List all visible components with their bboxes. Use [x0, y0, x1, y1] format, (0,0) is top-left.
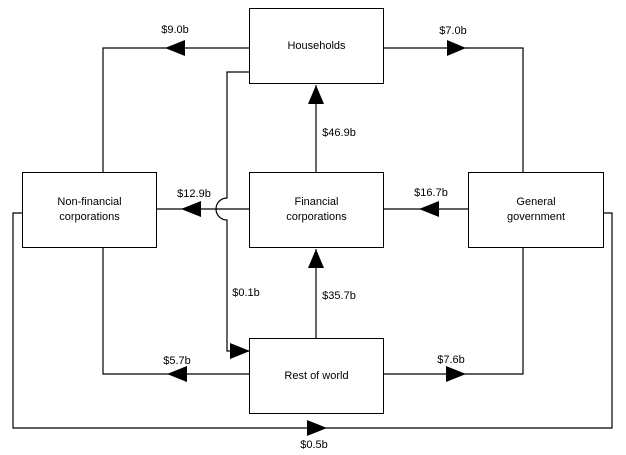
connector-line [102, 47, 249, 173]
flow-value-16-7b: $16.7b [414, 187, 448, 199]
arrowhead-left-icon [165, 40, 185, 56]
arrowhead-right-icon [447, 40, 466, 56]
arrowhead-up-icon [308, 85, 324, 104]
flow-value-7-6b: $7.6b [437, 354, 465, 366]
node-label: Rest of world [284, 369, 349, 382]
flow-nonfinancial-to-government [12, 212, 613, 436]
flow-restofworld-to-financial [308, 249, 324, 338]
flow-restofworld-to-nonfinancial [102, 248, 249, 382]
flow-value-9-0b: $9.0b [161, 24, 189, 36]
node-general-government: General government [468, 172, 604, 248]
node-financial-corporations: Financial corporations [249, 172, 384, 248]
node-rest-of-world: Rest of world [249, 338, 384, 414]
flow-value-0-1b: $0.1b [232, 287, 260, 299]
flow-value-0-5b: $0.5b [300, 439, 328, 451]
node-label: Financial corporations [286, 196, 347, 223]
node-label: Non-financial corporations [57, 196, 122, 223]
arrowhead-left-icon [167, 366, 187, 382]
node-label: General government [506, 196, 566, 223]
flow-households-to-restofworld [215, 71, 250, 359]
connector-line [384, 47, 524, 173]
arrowhead-left-icon [181, 201, 201, 217]
arrowhead-right-icon [446, 366, 466, 382]
node-label: Households [287, 39, 346, 52]
flow-households-to-government [384, 40, 524, 173]
node-households: Households [249, 8, 384, 84]
flow-financial-to-households [308, 85, 324, 172]
flow-government-to-financial [384, 201, 468, 217]
flow-value-35-7b: $35.7b [322, 290, 356, 302]
flow-value-46-9b: $46.9b [322, 127, 356, 139]
arrowhead-up-icon [308, 249, 324, 268]
flow-financial-to-nonfinancial [157, 201, 249, 217]
connector-line [384, 248, 524, 375]
flow-value-12-9b: $12.9b [177, 188, 211, 200]
arrowhead-right-icon [230, 343, 250, 359]
connector-line [102, 248, 249, 375]
arrowhead-left-icon [419, 201, 439, 217]
flow-value-7-0b: $7.0b [439, 25, 467, 37]
arrowhead-right-icon [307, 420, 327, 436]
flow-households-to-nonfinancial [102, 40, 249, 173]
flow-restofworld-to-government [384, 248, 524, 382]
connector-line-with-hop [215, 71, 249, 352]
flow-value-5-7b: $5.7b [163, 355, 191, 367]
node-nonfinancial-corporations: Non-financial corporations [22, 172, 157, 248]
